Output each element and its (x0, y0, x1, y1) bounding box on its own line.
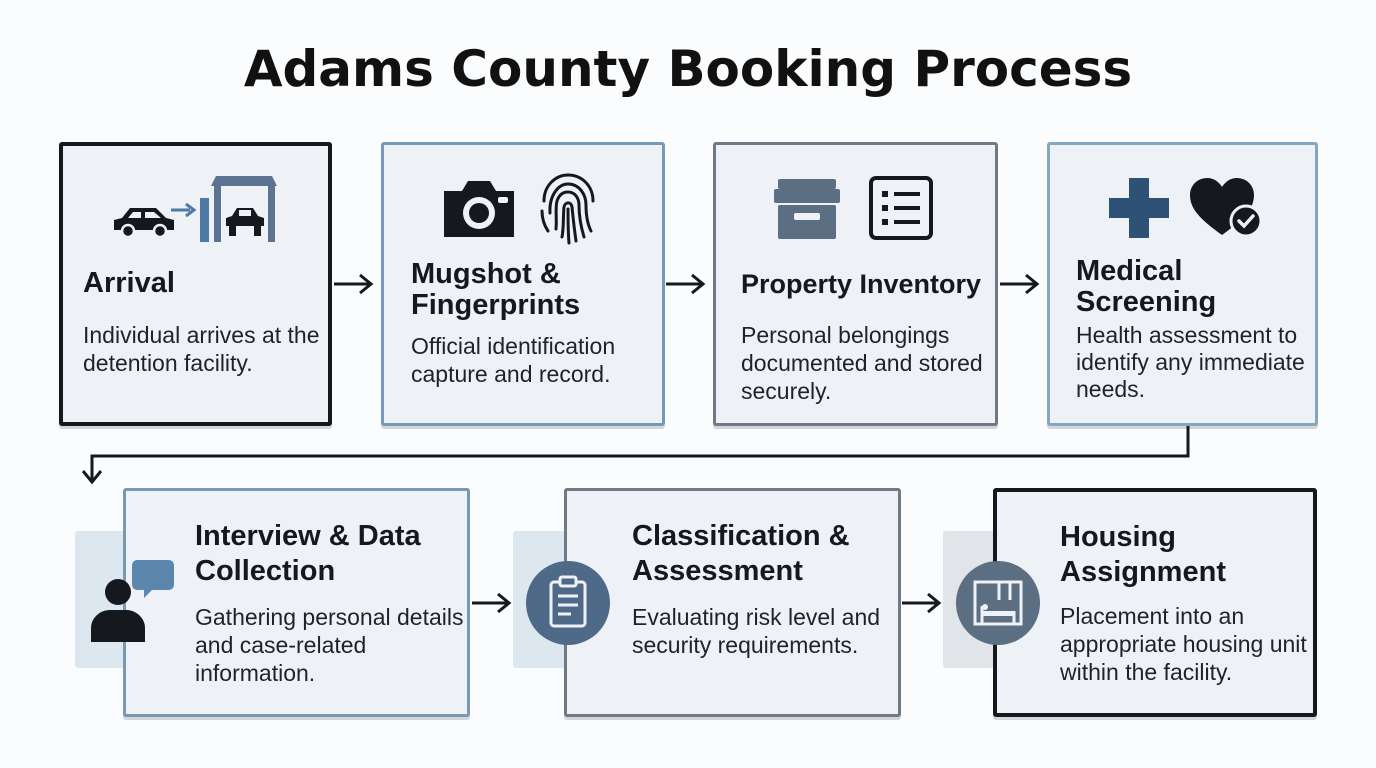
step-card-property: Property Inventory Personal belongings d… (713, 142, 998, 426)
arrow-down-icon (81, 455, 103, 485)
step-description: Personal belongings documented and store… (741, 322, 983, 404)
step-description: Individual arrives at the detention faci… (83, 322, 320, 376)
step-heading: Housing Assignment (1060, 521, 1226, 588)
step-card-interview: Interview & Data Collection Gathering pe… (123, 488, 470, 717)
medical-cross-icon (1109, 178, 1169, 238)
step-heading: Arrival (83, 267, 175, 299)
car-arriving-icon (114, 176, 277, 242)
arrow-right-icon (334, 273, 374, 295)
arrow-right-icon (472, 592, 512, 614)
arrow-right-icon (666, 273, 706, 295)
connector-line (90, 426, 1190, 462)
step-card-classification: Classification & Assessment Evaluating r… (564, 488, 901, 717)
bed-icon (956, 561, 1040, 645)
step-description: Placement into an appropriate housing un… (1060, 603, 1307, 685)
fingerprint-icon (540, 173, 595, 245)
arrow-right-icon (1000, 273, 1040, 295)
step-card-mugshot: Mugshot & Fingerprints Official identifi… (381, 142, 665, 426)
checklist-icon (869, 176, 933, 240)
step-card-housing: Housing Assignment Placement into an app… (993, 488, 1317, 717)
step-heading: Interview & Data Collection (195, 520, 421, 587)
page-title: Adams County Booking Process (243, 40, 1133, 98)
step-description: Health assessment to identify any immedi… (1076, 322, 1305, 402)
clipboard-icon (526, 561, 610, 645)
step-heading: Mugshot & Fingerprints (411, 258, 581, 321)
step-description: Evaluating risk level and security requi… (632, 604, 881, 658)
step-description: Official identification capture and reco… (411, 333, 616, 387)
camera-icon (444, 181, 514, 237)
step-description: Gathering personal details and case-rela… (195, 604, 464, 686)
storage-box-icon (774, 179, 840, 239)
step-heading: Medical Screening (1076, 255, 1217, 318)
step-card-arrival: Arrival Individual arrives at the detent… (59, 142, 332, 426)
arrow-right-icon (902, 592, 942, 614)
heart-check-icon (1190, 178, 1263, 238)
person-chat-icon (91, 560, 174, 642)
step-card-medical: Medical Screening Health assessment to i… (1047, 142, 1318, 426)
step-heading: Classification & Assessment (632, 520, 850, 587)
step-heading: Property Inventory (741, 269, 982, 299)
